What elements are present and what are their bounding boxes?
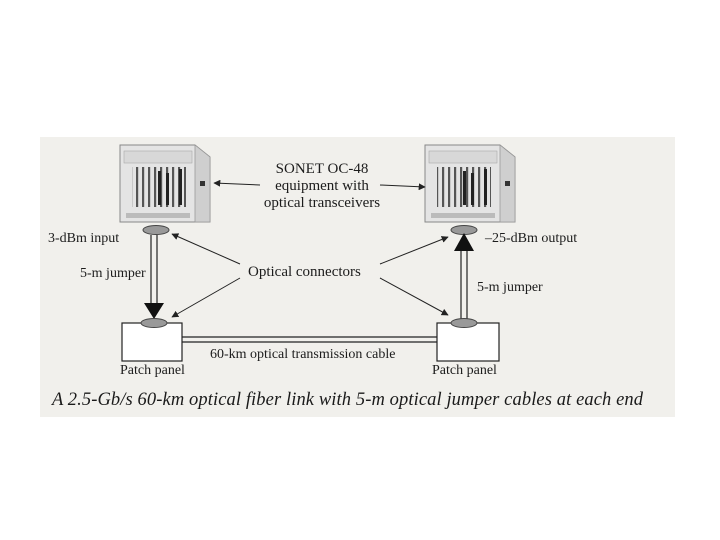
cable-label: 60-km optical transmission cable [210, 347, 396, 362]
connector-arrow [171, 233, 241, 265]
left-patch-panel-label: Patch panel [120, 363, 185, 378]
left-jumper-cable [144, 235, 164, 319]
equipment-label-line: SONET OC-48 [275, 161, 369, 177]
fiber-link-diagram: SONET OC-48 equipment with optical trans… [40, 137, 675, 417]
left-jumper-label: 5-m jumper [80, 266, 146, 281]
connector-icon [140, 318, 168, 328]
sonet-equipment-icon [119, 144, 211, 223]
sonet-equipment-icon [424, 144, 516, 223]
equipment-arrow-right [379, 183, 426, 191]
connector-arrow [171, 277, 241, 318]
equipment-label: SONET OC-48 equipment with optical trans… [252, 161, 392, 212]
optical-connectors-label: Optical connectors [248, 264, 361, 280]
patch-panel-icon [121, 322, 183, 362]
output-power-label: –25-dBm output [485, 231, 578, 246]
arrow-icon [144, 303, 164, 319]
connector-icon [450, 318, 478, 328]
right-jumper-label: 5-m jumper [477, 280, 543, 295]
equipment-label-line: equipment with [275, 178, 369, 194]
right-patch-panel-label: Patch panel [432, 363, 497, 378]
input-power-label: 3-dBm input [48, 231, 120, 246]
connector-arrow [379, 236, 449, 265]
equipment-label-line: optical transceivers [263, 195, 381, 211]
right-jumper-cable [454, 233, 474, 321]
connector-icon [142, 225, 170, 235]
figure-caption: A 2.5-Gb/s 60-km optical fiber link with… [52, 390, 644, 410]
patch-panel-icon [436, 322, 500, 362]
equipment-arrow-left [213, 179, 261, 187]
connector-arrow [379, 277, 449, 316]
arrow-icon [454, 233, 474, 251]
diagram-graphics [119, 144, 516, 362]
transmission-cable [182, 336, 437, 343]
